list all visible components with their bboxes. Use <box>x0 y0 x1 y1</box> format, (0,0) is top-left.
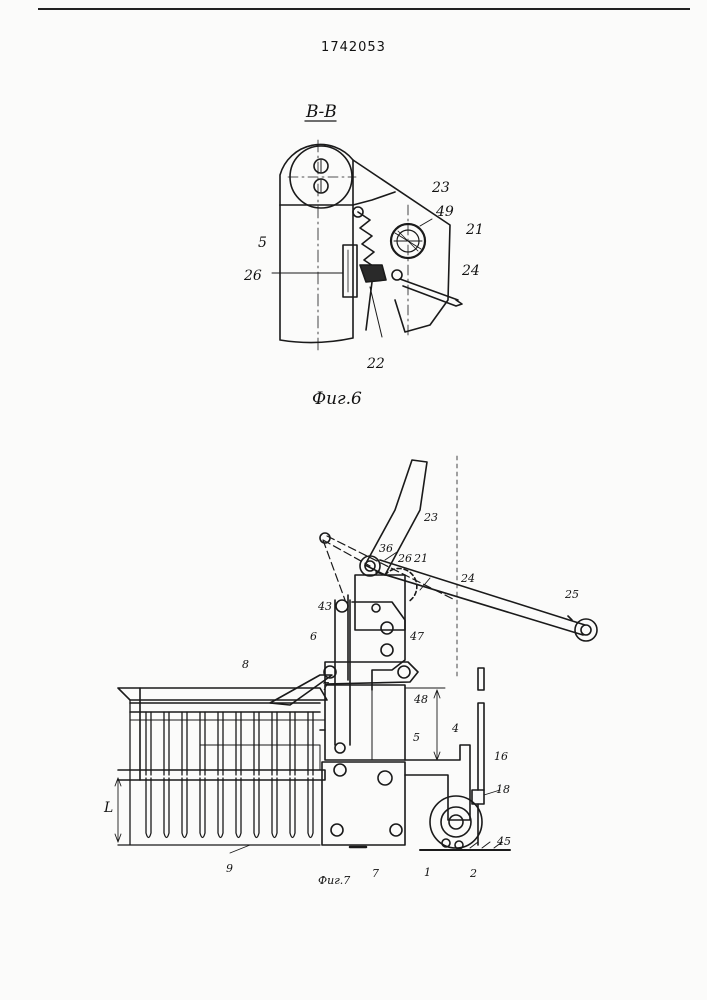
label-16: 16 <box>494 750 508 763</box>
body-5 <box>325 685 405 760</box>
label-43: 43 <box>317 600 332 613</box>
label-L: L <box>103 800 113 816</box>
rod-top <box>478 668 484 690</box>
label-4: 4 <box>451 722 459 735</box>
base-block-7 <box>322 762 405 845</box>
label-6: 6 <box>310 630 317 643</box>
label-21: 21 <box>413 552 428 565</box>
label-8: 8 <box>242 658 249 671</box>
label-49: 49 <box>435 204 454 220</box>
arm-4 <box>405 745 470 820</box>
block-26 <box>343 245 357 297</box>
rod-16 <box>478 703 484 790</box>
label-48: 48 <box>413 693 428 706</box>
pawl <box>360 265 386 282</box>
label-21: 21 <box>465 222 484 238</box>
clamp-18 <box>472 790 484 804</box>
label-45: 45 <box>496 835 511 848</box>
joint-25 <box>575 619 597 641</box>
label-26: 26 <box>397 552 412 565</box>
tray-8 <box>118 688 327 700</box>
figure-7 <box>115 456 597 853</box>
label-36: 36 <box>379 542 393 555</box>
label-7-bottom: 7 <box>372 867 379 880</box>
label-7-top: 7 <box>322 680 329 693</box>
label-9: 9 <box>226 862 233 875</box>
label-26: 26 <box>243 268 262 284</box>
comb-tines <box>146 712 313 838</box>
figure-6 <box>272 121 462 352</box>
spring <box>358 212 376 268</box>
label-18: 18 <box>496 783 510 796</box>
label-22: 22 <box>366 356 385 372</box>
label-24: 24 <box>461 263 480 279</box>
arm-5 <box>280 205 353 343</box>
plate-6 <box>348 595 405 690</box>
comb-frame <box>118 770 325 780</box>
label-24: 24 <box>460 572 475 585</box>
label-5: 5 <box>258 235 267 251</box>
section-label: В-В <box>305 102 337 122</box>
label-1: 1 <box>424 866 431 879</box>
label-2: 2 <box>469 867 477 880</box>
label-23: 23 <box>423 511 438 524</box>
label-23: 23 <box>431 180 450 196</box>
label-5: 5 <box>413 731 420 744</box>
figure-6-caption: Фиг.6 <box>312 389 362 409</box>
label-25: 25 <box>564 588 579 601</box>
label-47: 47 <box>409 630 424 643</box>
rod-24 <box>400 279 462 306</box>
figure-7-caption: Фиг.7 <box>318 874 350 887</box>
